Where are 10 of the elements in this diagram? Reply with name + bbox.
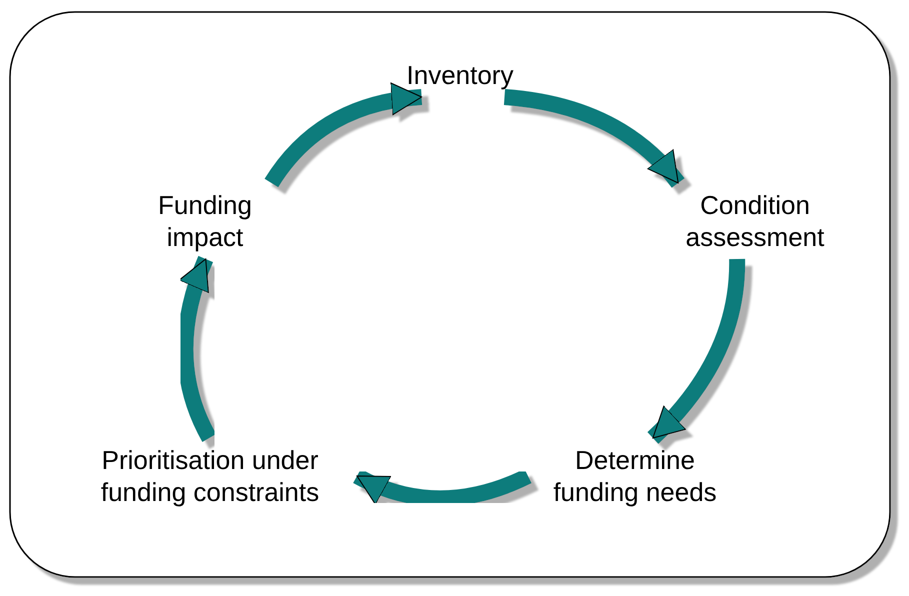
step-label: Inventory xyxy=(380,55,540,95)
curved-arrow xyxy=(264,83,422,188)
curved-arrow xyxy=(177,256,216,442)
step-label: Condition assessment xyxy=(660,185,850,257)
step-label: Funding impact xyxy=(130,185,280,257)
curved-arrow xyxy=(647,258,746,444)
step-label: Prioritisation under funding constraints xyxy=(65,440,355,512)
curved-arrow xyxy=(504,89,684,188)
curved-arrow xyxy=(353,468,532,506)
step-label: Determine funding needs xyxy=(530,440,740,512)
